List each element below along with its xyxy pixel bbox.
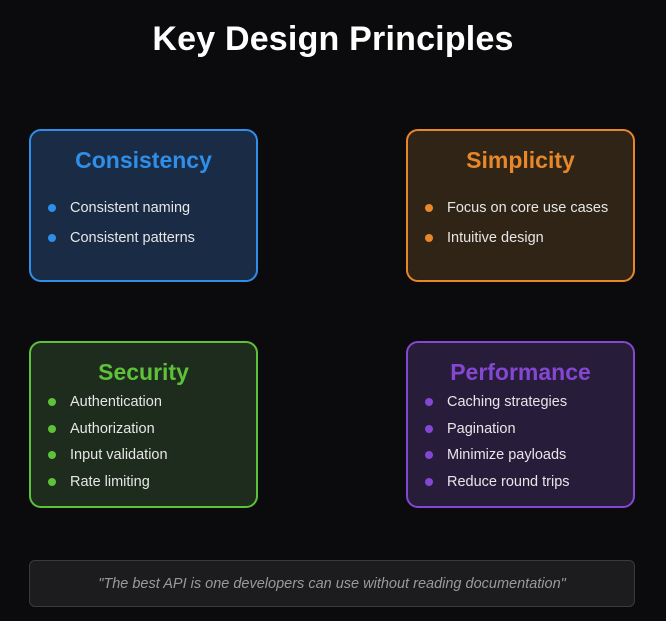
list-item-label: Rate limiting — [70, 473, 150, 490]
card-simplicity: Simplicity Focus on core use cases Intui… — [406, 129, 635, 282]
list-item: Minimize payloads — [408, 442, 633, 469]
card-list-simplicity: Focus on core use cases Intuitive design — [408, 193, 633, 253]
bullet-dot-icon — [48, 451, 56, 460]
bullet-dot-icon — [425, 424, 433, 433]
list-item-label: Focus on core use cases — [447, 200, 609, 216]
list-item-label: Caching strategies — [447, 394, 568, 411]
card-security: Security Authentication Authorization In… — [29, 341, 258, 508]
list-item: Reduce round trips — [408, 469, 633, 496]
list-item: Input validation — [31, 442, 256, 469]
list-item-label: Consistent patterns — [70, 230, 195, 246]
card-consistency: Consistency Consistent naming Consistent… — [29, 129, 258, 282]
bullet-dot-icon — [48, 477, 56, 486]
list-item-label: Authentication — [70, 394, 162, 411]
list-item: Consistent naming — [31, 193, 256, 223]
card-title-consistency: Consistency — [75, 147, 212, 173]
bullet-dot-icon — [425, 477, 433, 486]
list-item-label: Minimize payloads — [447, 447, 567, 464]
bullet-dot-icon — [425, 398, 433, 407]
bullet-dot-icon — [48, 424, 56, 433]
card-title-simplicity: Simplicity — [466, 147, 575, 173]
quote-text: "The best API is one developers can use … — [98, 575, 566, 592]
list-item-label: Authorization — [70, 420, 155, 437]
list-item-label: Consistent naming — [70, 200, 191, 216]
card-list-performance: Caching strategies Pagination Minimize p… — [408, 389, 633, 495]
card-list-security: Authentication Authorization Input valid… — [31, 389, 256, 495]
bullet-dot-icon — [425, 204, 433, 212]
bullet-dot-icon — [48, 204, 56, 212]
bullet-dot-icon — [48, 398, 56, 407]
list-item: Consistent patterns — [31, 223, 256, 253]
list-item: Caching strategies — [408, 389, 633, 416]
card-list-consistency: Consistent naming Consistent patterns — [31, 193, 256, 253]
bullet-dot-icon — [425, 451, 433, 460]
list-item: Authorization — [31, 416, 256, 443]
card-title-security: Security — [98, 359, 189, 385]
list-item: Intuitive design — [408, 223, 633, 253]
bullet-dot-icon — [48, 234, 56, 242]
list-item: Pagination — [408, 416, 633, 443]
list-item: Rate limiting — [31, 469, 256, 496]
list-item-label: Input validation — [70, 447, 168, 464]
card-title-performance: Performance — [450, 359, 591, 385]
bullet-dot-icon — [425, 234, 433, 242]
list-item-label: Reduce round trips — [447, 473, 570, 490]
page-title: Key Design Principles — [152, 20, 514, 58]
card-performance: Performance Caching strategies Paginatio… — [406, 341, 635, 508]
list-item-label: Pagination — [447, 420, 516, 437]
list-item: Focus on core use cases — [408, 193, 633, 223]
quote-box: "The best API is one developers can use … — [29, 560, 635, 607]
list-item-label: Intuitive design — [447, 230, 544, 246]
list-item: Authentication — [31, 389, 256, 416]
